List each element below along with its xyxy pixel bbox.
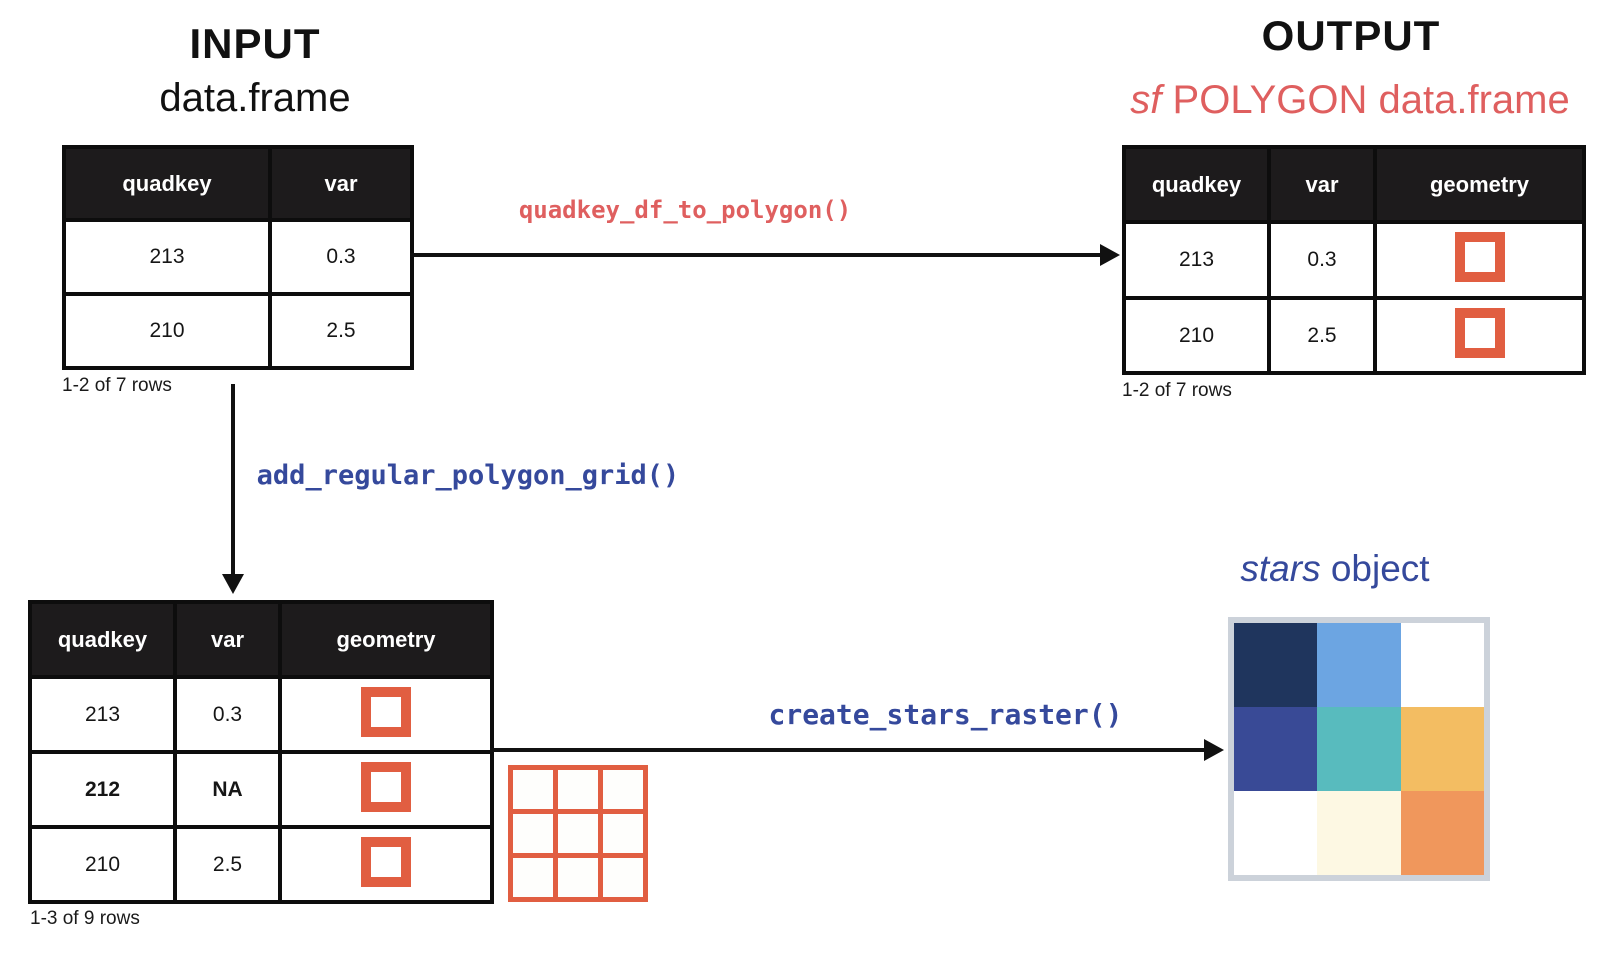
input-table-caption: 1-2 of 7 rows: [62, 375, 172, 396]
column-header-quadkey: quadkey: [1122, 145, 1271, 224]
cell-quadkey: 212: [28, 750, 177, 829]
function-label-quadkey-df-to-polygon: quadkey_df_to_polygon(): [518, 196, 852, 224]
output-table: quadkey var geometry 213 0.3 210 2.5: [1122, 145, 1586, 375]
table-row: 210 2.5: [28, 825, 494, 904]
raster-cell: [1234, 791, 1318, 875]
column-header-geometry: geometry: [278, 600, 494, 679]
output-subtitle: sf POLYGON data.frame: [1100, 78, 1600, 123]
cell-geometry: [278, 675, 494, 754]
table-row: 210 2.5: [1122, 296, 1586, 375]
cell-geometry: [278, 825, 494, 904]
raster-cell: [1234, 623, 1318, 707]
function-label-create-stars-raster: create_stars_raster(): [768, 698, 1123, 731]
raster-cell: [1317, 707, 1401, 791]
cell-quadkey: 213: [28, 675, 177, 754]
input-table: quadkey var 213 0.3 210 2.5: [62, 145, 414, 370]
grid-step-table: quadkey var geometry 213 0.3 212 NA 210 …: [28, 600, 494, 904]
cell-geometry: [1373, 296, 1586, 375]
arrowhead-down-icon: [222, 574, 244, 594]
stars-raster: [1228, 617, 1490, 881]
cell-var: 0.3: [268, 218, 414, 296]
stars-title-stars: stars: [1240, 548, 1321, 589]
polygon-square-icon: [361, 761, 411, 812]
cell-var: 0.3: [1267, 220, 1377, 300]
column-header-var: var: [173, 600, 282, 679]
cell-quadkey: 213: [1122, 220, 1271, 300]
arrowhead-right-icon: [1100, 244, 1120, 266]
raster-cell: [1317, 791, 1401, 875]
polygon-square-icon: [361, 836, 411, 887]
arrowhead-right-icon: [1204, 739, 1224, 761]
table-header-row: quadkey var: [62, 145, 414, 222]
table-row: 213 0.3: [28, 675, 494, 754]
output-title: OUTPUT: [1261, 12, 1441, 59]
cell-quadkey: 210: [62, 292, 272, 370]
polygon-square-icon: [1454, 307, 1505, 358]
cell-quadkey: 210: [28, 825, 177, 904]
input-title: INPUT: [189, 20, 321, 67]
polygon-grid-3x3-icon: [508, 765, 648, 902]
raster-cell: [1234, 707, 1318, 791]
cell-quadkey: 213: [62, 218, 272, 296]
cell-quadkey: 210: [1122, 296, 1271, 375]
column-header-var: var: [268, 145, 414, 222]
polygon-square-icon: [361, 686, 411, 737]
function-label-add-regular-polygon-grid: add_regular_polygon_grid(): [256, 460, 680, 491]
grid-step-table-caption: 1-3 of 9 rows: [30, 908, 140, 929]
table-row: 213 0.3: [1122, 220, 1586, 300]
raster-cell: [1317, 623, 1401, 707]
cell-var: 2.5: [173, 825, 282, 904]
arrow-line-right-1: [410, 253, 1106, 257]
polygon-square-icon: [1454, 232, 1505, 282]
column-header-quadkey: quadkey: [28, 600, 177, 679]
cell-geometry: [278, 750, 494, 829]
cell-var: NA: [173, 750, 282, 829]
cell-var: 0.3: [173, 675, 282, 754]
cell-geometry: [1373, 220, 1586, 300]
raster-cell: [1400, 791, 1484, 875]
arrow-line-right-2: [490, 748, 1206, 752]
table-row-na: 212 NA: [28, 750, 494, 829]
table-header-row: quadkey var geometry: [1122, 145, 1586, 224]
column-header-quadkey: quadkey: [62, 145, 272, 222]
cell-var: 2.5: [268, 292, 414, 370]
stars-title-rest: object: [1320, 548, 1430, 589]
column-header-geometry: geometry: [1373, 145, 1586, 224]
table-row: 213 0.3: [62, 218, 414, 296]
input-subtitle: data.frame: [159, 76, 351, 120]
output-subtitle-rest: POLYGON data.frame: [1161, 78, 1570, 122]
arrow-line-down: [231, 384, 235, 576]
output-subtitle-sf: sf: [1130, 78, 1162, 122]
output-table-caption: 1-2 of 7 rows: [1122, 380, 1232, 401]
table-row: 210 2.5: [62, 292, 414, 370]
table-header-row: quadkey var geometry: [28, 600, 494, 679]
stars-title: stars object: [1190, 548, 1480, 590]
cell-var: 2.5: [1267, 296, 1377, 375]
raster-cell: [1400, 623, 1484, 707]
column-header-var: var: [1267, 145, 1377, 224]
raster-cell: [1400, 707, 1484, 791]
